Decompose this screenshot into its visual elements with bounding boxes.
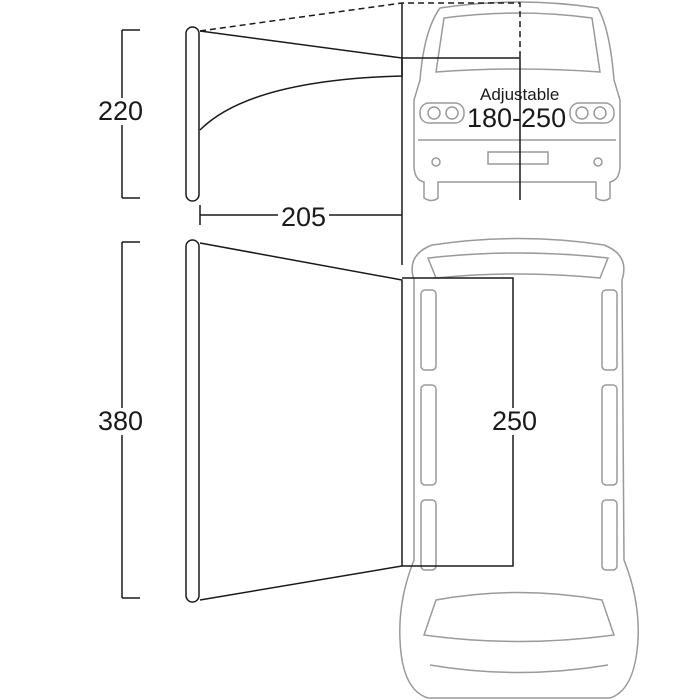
side-height-label: 220 (98, 96, 144, 126)
awning-front-view (121, 239, 514, 603)
side-pole (185, 26, 200, 202)
front-pole (185, 239, 200, 603)
van-rear-view (413, 1, 621, 202)
width-label: 380 (98, 406, 144, 436)
adjustable-height-line (402, 57, 521, 200)
depth-label: 205 (278, 204, 330, 231)
adjustable-range-label: 180-250 (467, 103, 567, 133)
adjustable-height-dashed (199, 2, 521, 58)
adjustable-label: Adjustable (480, 85, 560, 104)
side-canopy (199, 30, 403, 131)
front-canopy (199, 242, 403, 601)
van-top-view (399, 237, 639, 699)
awning-side-view (121, 2, 521, 265)
attach-height-label: 250 (490, 406, 540, 436)
